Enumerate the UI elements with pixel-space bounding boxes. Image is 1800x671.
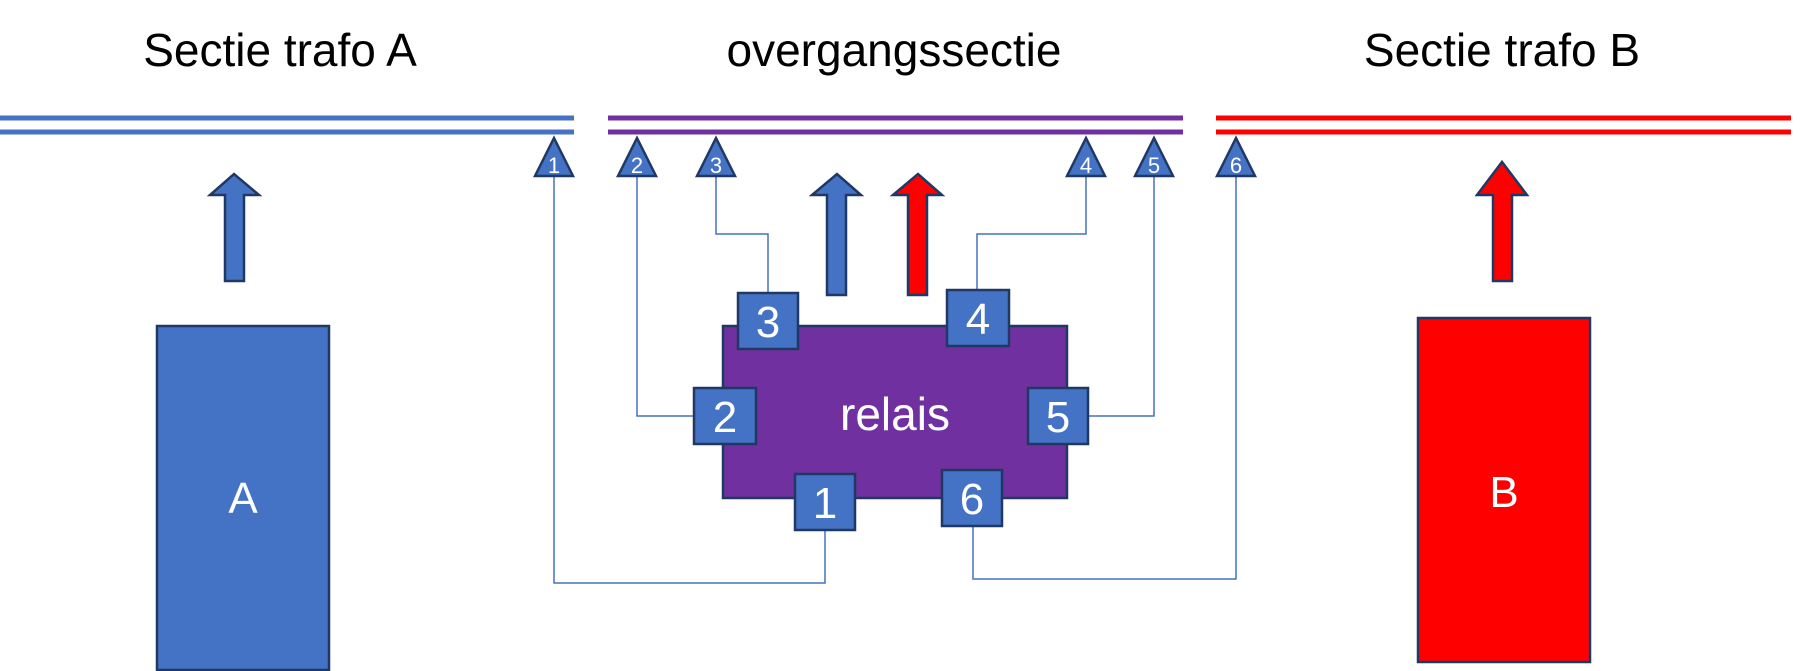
rail-section-b	[1216, 115, 1791, 135]
arrow-up-transition-b	[889, 172, 946, 297]
wire-1	[553, 176, 826, 584]
contact-6: 6	[1214, 135, 1258, 178]
rail-section-a	[0, 115, 574, 135]
terminal-4: 4	[945, 288, 1011, 348]
relay-label: relais	[840, 388, 950, 440]
transformer-a-label: A	[228, 474, 258, 523]
transition-section-title: overgangssectie	[727, 24, 1062, 76]
terminal-1-label: 1	[813, 479, 837, 528]
contact-1-label: 1	[548, 153, 560, 178]
rail-transition-section	[608, 115, 1183, 135]
terminal-5-label: 5	[1046, 393, 1070, 442]
arrow-up-a	[206, 172, 263, 283]
terminal-2-label: 2	[713, 393, 737, 442]
terminal-6: 6	[940, 468, 1004, 528]
transformer-a: A	[155, 324, 331, 671]
wire-6	[972, 176, 1237, 580]
contact-1: 1	[532, 135, 576, 178]
arrow-up-transition-a	[808, 172, 865, 297]
section-a-title: Sectie trafo A	[143, 24, 417, 76]
contact-4: 4	[1064, 135, 1108, 178]
terminal-2: 2	[692, 386, 758, 446]
terminal-5: 5	[1026, 386, 1090, 446]
transformer-b-label: B	[1489, 468, 1518, 517]
wiring	[553, 176, 1237, 584]
contact-3-label: 3	[710, 153, 722, 178]
wire-2	[636, 176, 694, 417]
contact-4-label: 4	[1080, 153, 1092, 178]
transformer-b: B	[1416, 316, 1592, 664]
wire-3	[715, 176, 769, 293]
contact-5: 5	[1132, 135, 1176, 178]
arrow-up-b	[1474, 159, 1530, 283]
wire-4	[976, 176, 1087, 290]
contact-6-label: 6	[1230, 153, 1242, 178]
terminal-6-label: 6	[960, 475, 984, 524]
contact-3: 3	[694, 135, 738, 178]
terminal-4-label: 4	[966, 295, 990, 344]
terminal-3-label: 3	[756, 298, 780, 347]
contact-2-label: 2	[631, 153, 643, 178]
contact-5-label: 5	[1148, 153, 1160, 178]
wire-5	[1088, 176, 1155, 417]
relay: relais	[721, 324, 1069, 500]
terminal-1: 1	[793, 472, 857, 532]
section-b-title: Sectie trafo B	[1364, 24, 1640, 76]
contact-2: 2	[615, 135, 659, 178]
terminal-3: 3	[736, 291, 800, 351]
